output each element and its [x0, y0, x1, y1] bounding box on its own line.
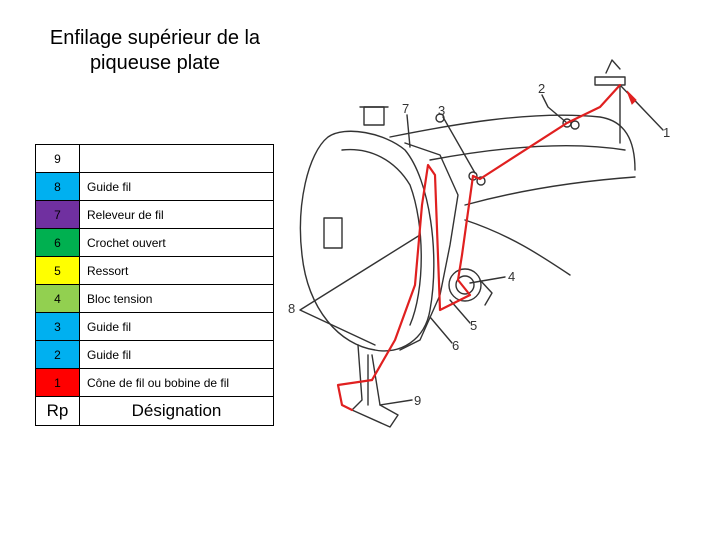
head-cover-edge	[341, 148, 422, 326]
legend-rp-cell: 4	[35, 284, 80, 313]
tension-disc-outer	[448, 268, 482, 302]
legend-header-row: Rp Désignation	[35, 396, 274, 426]
thread-path	[336, 83, 622, 412]
machine-arm-bottom	[464, 176, 636, 206]
legend-row: 1 Cône de fil ou bobine de fil	[35, 368, 274, 397]
legend-table: 9 8 Guide fil 7 Releveur de fil 6 Croche…	[35, 144, 274, 426]
thread-lower	[370, 163, 475, 382]
cone-support	[594, 76, 626, 86]
legend-designation-cell: Ressort	[79, 256, 274, 285]
thread-upper	[471, 83, 622, 181]
page-title: Enfilage supérieur de la piqueuse plate	[49, 27, 261, 74]
head-cover	[299, 130, 435, 352]
cone-holder	[605, 59, 621, 74]
top-knob	[363, 106, 385, 126]
sewing-machine-diagram: 2 1 3 7 4 5 6 8 9	[288, 59, 670, 428]
legend-row: 7 Releveur de fil	[35, 200, 274, 229]
face-plate	[399, 142, 459, 351]
legend-designation-cell: Crochet ouvert	[79, 228, 274, 257]
callout-leader-8	[299, 234, 421, 346]
callout-2: 2	[538, 81, 545, 96]
legend-header-designation: Désignation	[79, 396, 274, 426]
machine-arm-top	[389, 114, 636, 171]
callout-leader-7	[406, 114, 411, 148]
legend-rp-cell: 1	[35, 368, 80, 397]
legend-row: 9	[35, 144, 274, 173]
legend-designation-cell: Releveur de fil	[79, 200, 274, 229]
legend-rp-cell: 6	[35, 228, 80, 257]
callout-9: 9	[414, 393, 421, 408]
machine-bed-curve	[464, 219, 571, 276]
legend-rp-cell: 2	[35, 340, 80, 369]
callout-4: 4	[508, 269, 515, 284]
legend-rp-cell: 7	[35, 200, 80, 229]
legend-header-rp: Rp	[35, 396, 80, 426]
legend-designation-cell: Guide fil	[79, 172, 274, 201]
callout-3: 3	[438, 103, 445, 118]
legend-row: 5 Ressort	[35, 256, 274, 285]
legend-designation-cell: Guide fil	[79, 312, 274, 341]
presser-foot	[351, 344, 399, 428]
thread-needle	[336, 378, 374, 412]
legend-rp-cell: 8	[35, 172, 80, 201]
callout-leader-6	[429, 316, 453, 344]
legend-rp-cell: 9	[35, 144, 80, 173]
legend-designation-cell: Bloc tension	[79, 284, 274, 313]
tension-spring	[479, 279, 493, 306]
legend-row: 4 Bloc tension	[35, 284, 274, 313]
callout-1: 1	[663, 125, 670, 140]
callout-5: 5	[470, 318, 477, 333]
callout-8: 8	[288, 301, 295, 316]
brand-logo	[323, 217, 343, 249]
legend-row: 6 Crochet ouvert	[35, 228, 274, 257]
legend-row: 8 Guide fil	[35, 172, 274, 201]
legend-designation-cell: Guide fil	[79, 340, 274, 369]
callout-leader-2	[541, 94, 568, 124]
callout-leader-9	[379, 399, 413, 406]
legend-row: 2 Guide fil	[35, 340, 274, 369]
callout-7: 7	[402, 101, 409, 116]
callout-leader-1	[619, 84, 664, 131]
callout-leader-3	[442, 116, 476, 174]
tension-disc-inner	[455, 275, 475, 295]
guide-2b	[570, 120, 580, 130]
machine-arm-edge	[429, 145, 626, 161]
guide-3b	[476, 176, 486, 186]
thread-cone	[626, 90, 637, 105]
legend-designation-cell	[79, 144, 274, 173]
legend-rp-cell: 5	[35, 256, 80, 285]
callout-6: 6	[452, 338, 459, 353]
legend-row: 3 Guide fil	[35, 312, 274, 341]
callout-leader-4	[469, 276, 506, 284]
legend-designation-cell: Cône de fil ou bobine de fil	[79, 368, 274, 397]
legend-rp-cell: 3	[35, 312, 80, 341]
